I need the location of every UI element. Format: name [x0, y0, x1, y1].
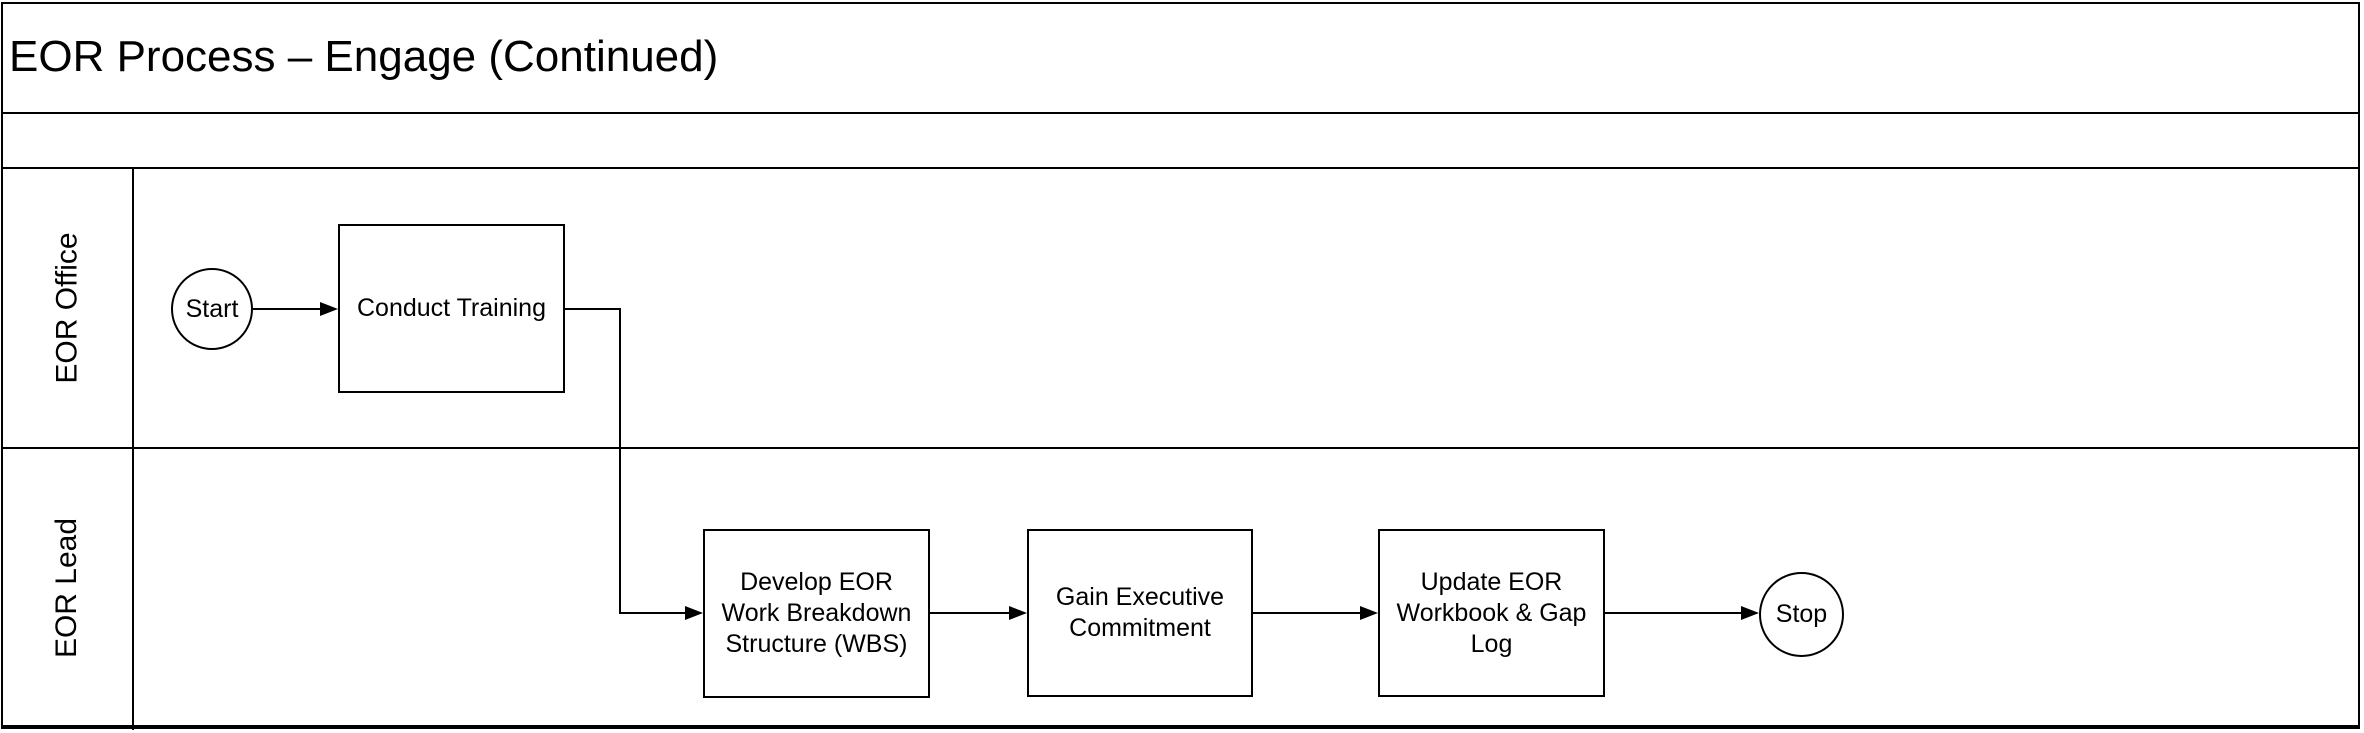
lane-label-eor-office: EOR Office — [50, 232, 84, 384]
connector-conduct-to-develop-seg1 — [565, 308, 621, 310]
arrowhead-icon — [1741, 606, 1759, 620]
lane-label-eor-lead: EOR Lead — [50, 517, 84, 658]
arrowhead-icon — [685, 606, 703, 620]
connector-start-to-conduct — [253, 308, 322, 310]
arrowhead-icon — [1360, 606, 1378, 620]
page-title: EOR Process – Engage (Continued) — [9, 32, 719, 81]
process-develop-wbs: Develop EOR Work Breakdown Structure (WB… — [703, 529, 930, 698]
connector-gain-to-update — [1253, 612, 1362, 614]
start-node: Start — [171, 268, 253, 350]
process-gain-executive-commitment: Gain Executive Commitment — [1027, 529, 1253, 697]
lane-label-column-divider — [132, 168, 134, 730]
connector-conduct-to-develop-seg2 — [619, 308, 621, 614]
connector-develop-to-gain — [930, 612, 1011, 614]
lane-divider-line — [1, 447, 2360, 449]
connector-conduct-to-develop-seg3 — [619, 612, 687, 614]
stop-node: Stop — [1759, 572, 1844, 657]
process-update-workbook-gap-log: Update EOR Workbook & Gap Log — [1378, 529, 1605, 697]
lane-header-eor-office: EOR Office — [3, 169, 132, 447]
lane-header-eor-lead: EOR Lead — [3, 449, 132, 726]
arrowhead-icon — [320, 302, 338, 316]
connector-update-to-stop — [1605, 612, 1743, 614]
phase-band-empty — [1, 112, 2360, 169]
title-band: EOR Process – Engage (Continued) — [1, 2, 2360, 114]
arrowhead-icon — [1009, 606, 1027, 620]
process-conduct-training: Conduct Training — [338, 224, 565, 393]
